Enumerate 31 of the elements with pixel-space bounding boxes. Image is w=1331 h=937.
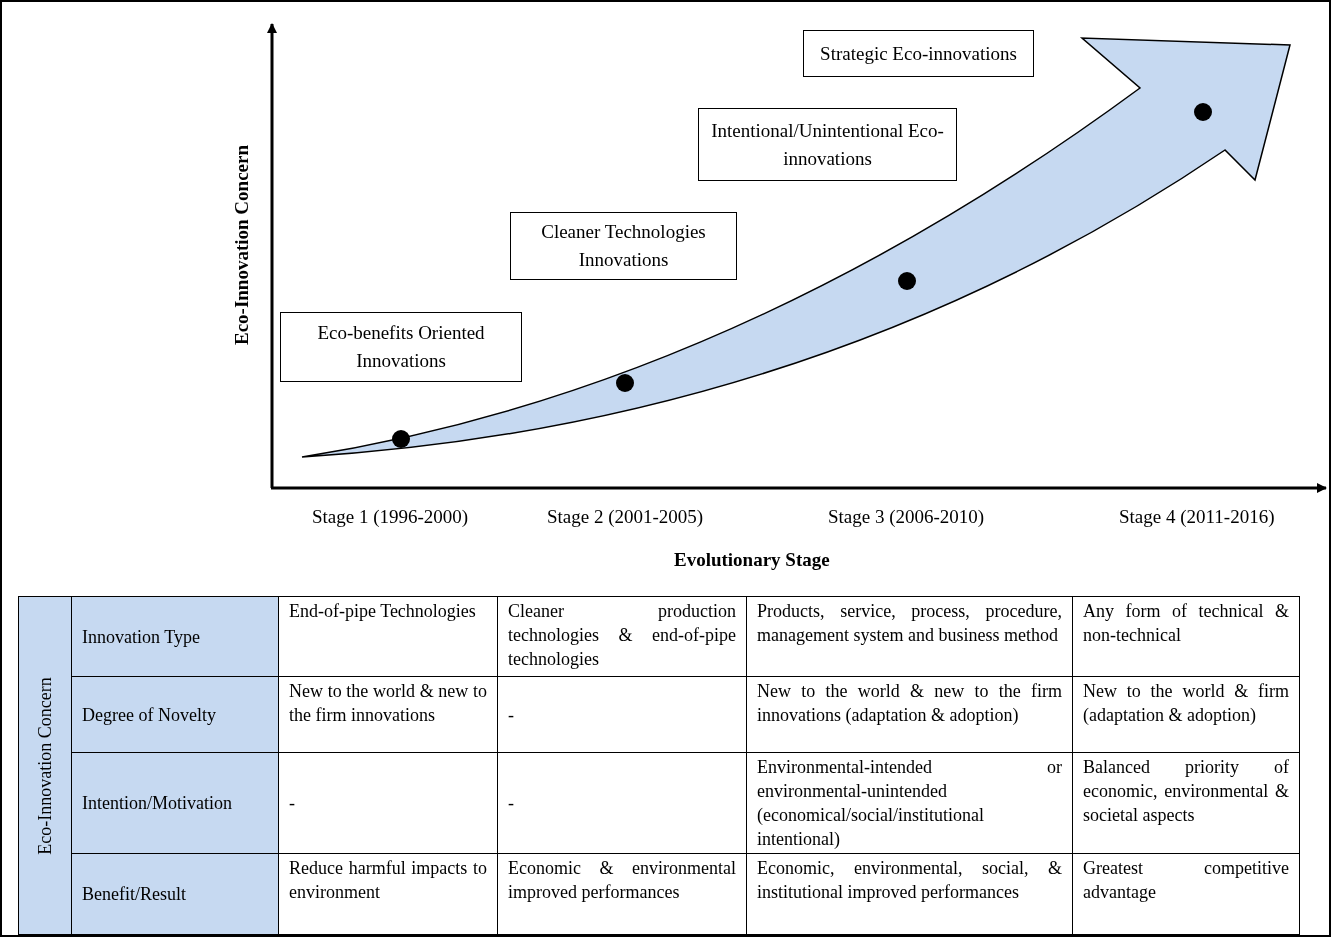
table-cell: Any form of technical & non-technical [1072, 596, 1300, 677]
stage-box: Strategic Eco-innovations [803, 30, 1034, 77]
table-cell: - [278, 752, 498, 854]
stage-box: Eco-benefits Oriented Innovations [280, 312, 522, 382]
table-cell: Reduce harmful impacts to environment [278, 853, 498, 935]
table-cell: Economic, environmental, social, & institutional improved performances [746, 853, 1073, 935]
row-header: Intention/Motivation [71, 752, 279, 854]
table-cell: Products, service, process, procedure, management system and business method [746, 596, 1073, 677]
axis-title: Evolutionary Stage [674, 549, 830, 571]
table-cell: Environmental-intended or environmental-unintended (economical/social/institutional intentional) [746, 752, 1073, 854]
table-cell: Balanced priority of economic, environmental & societal aspects [1072, 752, 1300, 854]
table-cell: New to the world & new to the firm innovations (adaptation & adoption) [746, 676, 1073, 753]
table-cell: New to the world & firm (adaptation & adoption) [1072, 676, 1300, 753]
stage-label: Stage 3 (2006-2010) [828, 506, 985, 528]
table-cell: New to the world & new to the firm innovations [278, 676, 498, 753]
stage-label: Stage 2 (2001-2005) [547, 506, 704, 528]
row-header: Degree of Novelty [71, 676, 279, 753]
row-header: Benefit/Result [71, 853, 279, 935]
table-cell: Economic & environmental improved performances [497, 853, 747, 935]
table-cell: End-of-pipe Technologies [278, 596, 498, 677]
row-group-header: Eco-Innovation Concern [18, 596, 72, 935]
row-header: Innovation Type [71, 596, 279, 677]
stage-label: Stage 4 (2011-2016) [1119, 506, 1275, 528]
axis-title: Eco-Innovation Concern [231, 145, 253, 345]
table-cell: - [497, 752, 747, 854]
stage-box: Intentional/Unintentional Eco-innovations [698, 108, 957, 181]
table-cell: - [497, 676, 747, 753]
stage-box: Cleaner Technologies Innovations [510, 212, 737, 280]
stage-label: Stage 1 (1996-2000) [312, 506, 469, 528]
table-cell: Greatest competitive advantage [1072, 853, 1300, 935]
table-cell: Cleaner production technologies & end-of-pipe technologies [497, 596, 747, 677]
